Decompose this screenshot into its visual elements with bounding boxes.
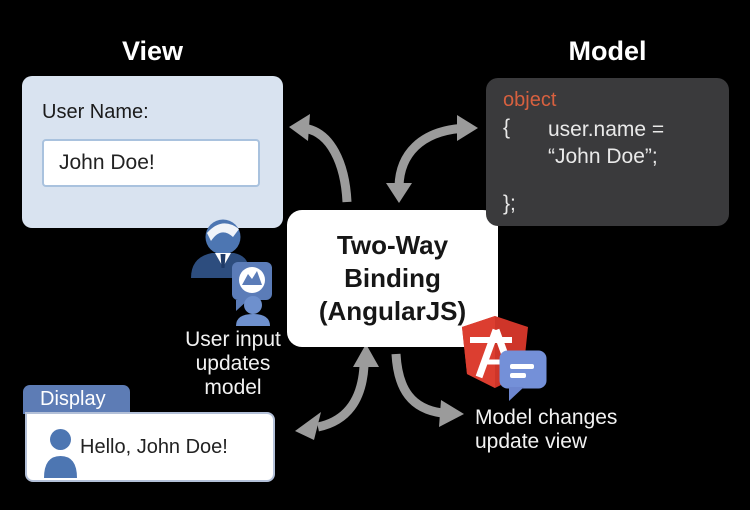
username-input[interactable] xyxy=(42,139,260,187)
view-title: View xyxy=(121,36,184,66)
arrow-binding-display-two-way xyxy=(295,344,379,440)
chat-message-icon xyxy=(499,350,547,401)
caption-model-changes: Model changes update view xyxy=(475,406,650,454)
display-message: Hello, John Doe! xyxy=(80,436,228,458)
two-way-binding-box: Two-Way Binding (AngularJS) xyxy=(287,210,498,347)
caption-line: model xyxy=(204,376,262,399)
binding-title-line1: Two-Way Binding xyxy=(336,230,449,293)
arrow-binding-to-view-update xyxy=(391,353,464,427)
view-panel: User Name: xyxy=(22,76,283,228)
code-assignment: user.name = xyxy=(548,118,665,141)
caption-user-input: User input updates model xyxy=(168,328,298,400)
user-group-icon xyxy=(191,219,272,326)
caption-line: update view xyxy=(475,430,588,453)
code-open-brace: { xyxy=(503,116,511,139)
person-icon xyxy=(44,429,77,478)
model-title: Model xyxy=(568,36,647,66)
caption-line: updates xyxy=(195,352,271,375)
username-label: User Name: xyxy=(42,101,149,123)
arrow-binding-to-view xyxy=(289,114,352,203)
caption-line: Model changes xyxy=(475,406,618,429)
model-code-panel: object { user.name = “John Doe”; }; xyxy=(486,78,729,226)
caption-line: User input xyxy=(185,328,281,351)
person-icon xyxy=(244,296,262,314)
display-panel: Hello, John Doe! xyxy=(25,412,275,482)
code-keyword: object xyxy=(503,89,557,111)
code-close-brace: }; xyxy=(503,192,516,215)
display-tab: Display xyxy=(23,385,130,414)
arrow-binding-model-two-way xyxy=(386,115,478,203)
binding-title-line2: (AngularJS) xyxy=(318,296,467,326)
code-value: “John Doe”; xyxy=(548,145,658,168)
